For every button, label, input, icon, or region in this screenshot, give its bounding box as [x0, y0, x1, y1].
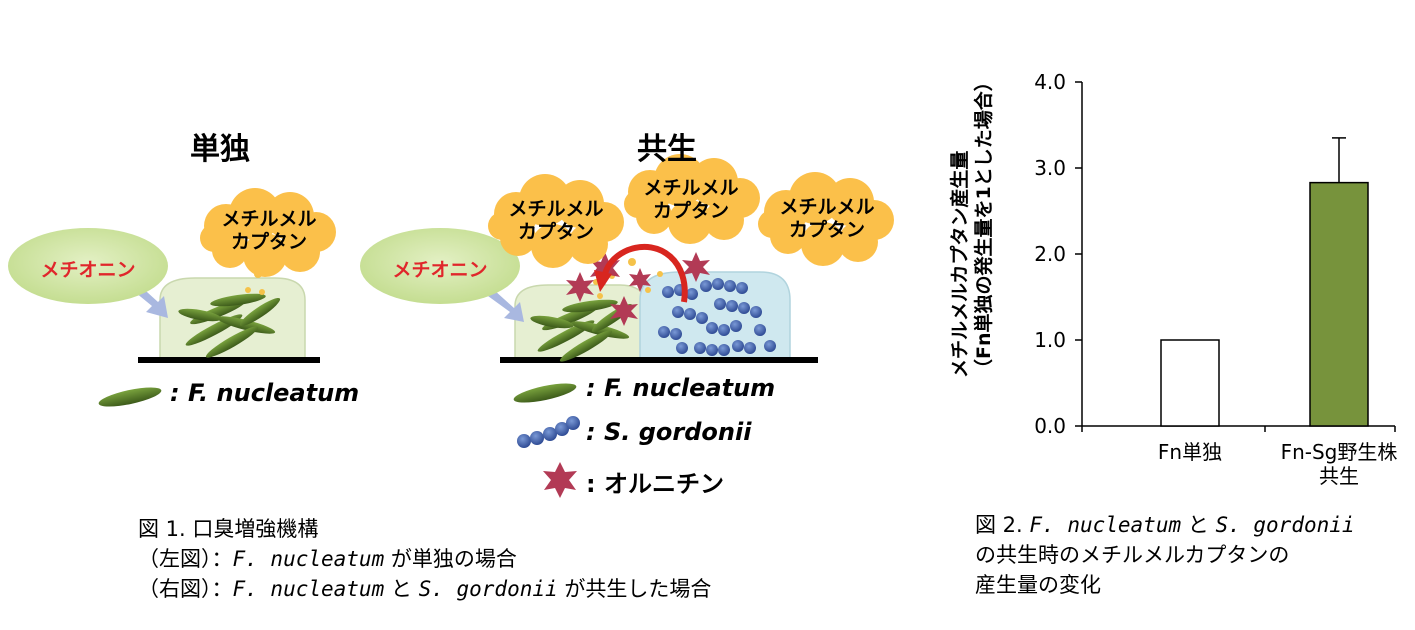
category-label: Fn単独 [1158, 440, 1222, 464]
fig1-caption-line3-species1: F. nucleatum [232, 577, 385, 601]
mercaptan-cloud-left [200, 188, 336, 277]
mercaptan-label-left-line1: メチルメル [221, 208, 317, 230]
input-arrow-right [488, 290, 524, 322]
legend-ornithine-label: : オルニチン [586, 470, 724, 498]
fig1-caption-line2-a: （左図）： [138, 547, 233, 571]
bar [1309, 181, 1369, 427]
y-tick-label: 4.0 [1034, 70, 1066, 94]
mercaptan-label-r1-line2: カプタン [517, 221, 594, 243]
fig2-caption-line1-c: と [1181, 513, 1216, 537]
methionine-oval-right [360, 228, 520, 304]
substrate-line-right [500, 357, 818, 363]
mercaptan-label-r2-line1: メチルメル [643, 177, 739, 199]
fig2-caption-line2: の共生時のメチルメルカプタンの [975, 543, 1290, 567]
mercaptan-label-left-line2: カプタン [230, 231, 307, 253]
fig1-caption-line3-e: が共生した場合 [557, 577, 712, 601]
y-tick-label: 2.0 [1034, 242, 1066, 266]
fig1-caption-line3-species2: S. gordonii [418, 577, 558, 601]
fig1-caption-line3: （右図）：F. nucleatum と S. gordonii が共生した場合 [138, 574, 711, 604]
fig1-caption-line2-species: F. nucleatum [232, 547, 385, 571]
legend-sg-label: : S. gordonii [586, 418, 752, 446]
fig1-diagram [8, 154, 894, 498]
mercaptan-label-r1: メチルメル カプタン [497, 198, 615, 244]
fig2-caption-species2: S. gordonii [1215, 513, 1355, 537]
fig1-caption-line3-c: と [384, 577, 419, 601]
methionine-oval-left [8, 228, 168, 304]
ornithine-transfer-arrowhead [594, 270, 612, 292]
y-tick-label: 1.0 [1034, 328, 1066, 352]
mercaptan-label-r2-line2: カプタン [652, 200, 729, 222]
ornithine-transfer-arrow [601, 243, 688, 303]
methionine-label-left: メチオニン [40, 259, 136, 281]
fig1-caption-line2: （左図）：F. nucleatum が単独の場合 [138, 544, 711, 574]
fig2-caption-line1: 図 2. F. nucleatum と S. gordonii [975, 510, 1355, 540]
fig1-caption-line1: 図 1. 口臭増強機構 [138, 517, 319, 541]
legend-fn-label-right: : F. nucleatum [586, 374, 776, 402]
fig2-caption: 図 2. F. nucleatum と S. gordonii の共生時のメチル… [975, 510, 1355, 600]
methionine-label-right: メチオニン [392, 259, 488, 281]
y-tick-label: 0.0 [1034, 414, 1066, 438]
fig2-caption-line3: 産生量の変化 [975, 573, 1101, 597]
fig1-caption-line3-a: （右図）： [138, 577, 233, 601]
mercaptan-label-r1-line1: メチルメル [508, 198, 604, 220]
fig1-caption-line2-c: が単独の場合 [384, 547, 517, 571]
fig2-caption-species1: F. nucleatum [1029, 513, 1182, 537]
mercaptan-label-left: メチルメル カプタン [210, 208, 328, 254]
fig1-caption: 図 1. 口臭増強機構 （左図）：F. nucleatum が単独の場合 （右図… [138, 514, 711, 604]
bar [1160, 339, 1220, 427]
mercaptan-label-r3: メチルメル カプタン [768, 196, 886, 242]
fig2-ylabel-line2: （Fn単独の発生量を1とした場合） [973, 72, 995, 378]
legend-fn-rod-left [98, 387, 162, 407]
legend-ornithine-star [543, 462, 577, 498]
category-label: Fn-Sg野生株 [1281, 440, 1398, 464]
mercaptan-label-r3-line1: メチルメル [779, 196, 875, 218]
sg-chains-right [658, 278, 776, 356]
legend-fn-rod-right [513, 383, 577, 403]
mercaptan-label-r2: メチルメル カプタン [632, 177, 750, 223]
mercaptan-label-r3-line2: カプタン [788, 219, 865, 241]
legend-sg-chain [517, 416, 580, 448]
substrate-line-left [138, 357, 320, 363]
mercaptan-cloud-r2 [624, 154, 760, 244]
category-label: 共生 [1319, 464, 1359, 488]
fig1-left-title: 単独 [190, 132, 250, 167]
fig1-right-title: 共生 [637, 132, 697, 167]
y-tick-label: 3.0 [1034, 156, 1066, 180]
mercaptan-cloud-r1 [488, 174, 624, 268]
mercaptan-cloud-r3 [758, 172, 894, 266]
fig2-ylabel: メチルメルカプタン産生量（Fn単独の発生量を1とした場合） [948, 72, 996, 378]
fig2-ylabel-line1: メチルメルカプタン産生量 [949, 150, 971, 378]
legend-fn-label-left: : F. nucleatum [170, 379, 360, 407]
fig2-caption-line1-a: 図 2. [975, 513, 1030, 537]
fn-rods-left [178, 293, 281, 358]
